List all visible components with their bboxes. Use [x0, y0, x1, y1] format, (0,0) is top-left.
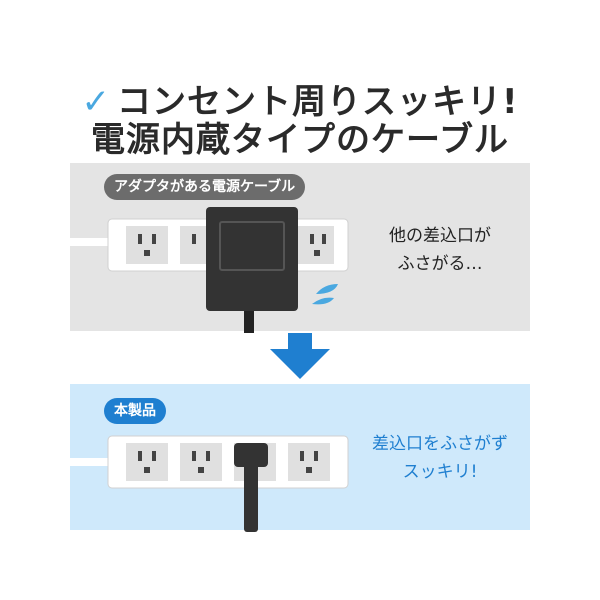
slim-plug — [234, 443, 268, 532]
outlet-icon — [180, 443, 222, 481]
after-caption-line1: 差込口をふさがず — [372, 434, 508, 454]
check-icon: ✓ — [81, 82, 111, 122]
before-caption: 他の差込口が ふさがる… — [370, 222, 510, 278]
headline-line2: 電源内蔵タイプのケーブル — [91, 120, 509, 160]
adapter-body — [206, 207, 298, 311]
before-caption-line1: 他の差込口が — [389, 226, 491, 246]
sweat-drops-icon — [312, 284, 338, 305]
outlet-icon — [126, 226, 168, 264]
before-label: アダプタがある電源ケーブル — [104, 174, 306, 200]
after-caption: 差込口をふさがず スッキリ! — [360, 430, 520, 486]
headline-line1: ✓コンセント周りスッキリ! — [0, 74, 600, 123]
cord-left-bottom — [70, 458, 110, 466]
adapter-cable — [244, 311, 254, 333]
after-caption-line2: スッキリ! — [402, 462, 478, 482]
plug-cable — [244, 462, 258, 532]
adapter-face — [219, 221, 285, 271]
down-arrow-icon — [270, 333, 330, 379]
plug-head — [234, 443, 268, 467]
outlet-icon — [126, 443, 168, 481]
before-caption-line2: ふさがる… — [397, 254, 483, 274]
headline-line1-text: コンセント周りスッキリ! — [116, 82, 519, 122]
cord-left-top — [70, 238, 110, 246]
after-label: 本製品 — [104, 398, 166, 424]
power-strip-bottom — [70, 435, 349, 489]
ac-adapter — [206, 207, 298, 333]
outlet-icon — [292, 226, 334, 264]
outlet-icon — [288, 443, 330, 481]
